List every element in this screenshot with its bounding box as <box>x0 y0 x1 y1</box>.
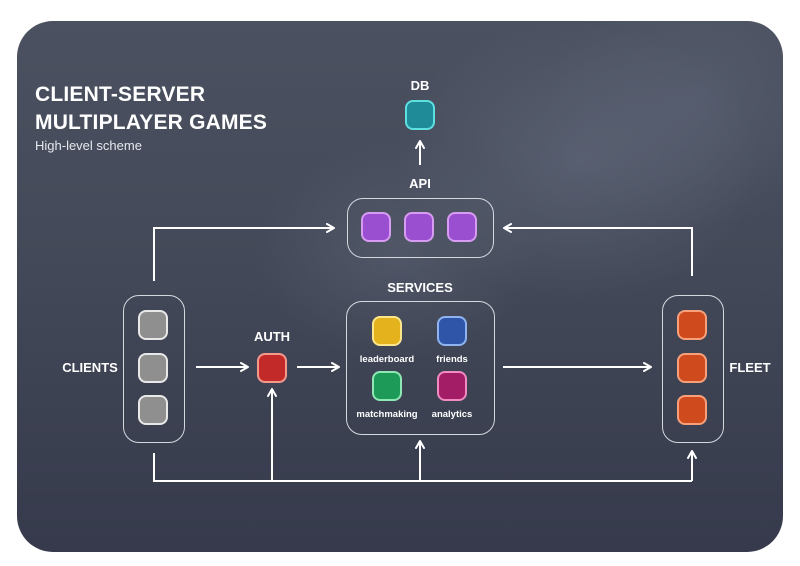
fleet-node <box>677 353 707 383</box>
client-node <box>138 395 168 425</box>
service-node-friends <box>437 316 467 346</box>
diagram-canvas: CLIENT-SERVER MULTIPLAYER GAMES High-lev… <box>17 21 783 552</box>
fleet-group <box>662 295 724 443</box>
service-label-friends: friends <box>436 354 468 365</box>
auth-label: AUTH <box>253 329 291 344</box>
api-group <box>347 198 494 258</box>
api-node <box>361 212 391 242</box>
arrow-fleet-to-api <box>503 223 693 276</box>
title-line-1: CLIENT-SERVER <box>35 83 206 106</box>
connectors <box>153 140 697 482</box>
services-group: leaderboard friends matchmaking analytic… <box>346 301 495 435</box>
service-label-matchmaking: matchmaking <box>356 409 418 420</box>
service-node-leaderboard <box>372 316 402 346</box>
db-node <box>405 100 435 130</box>
client-node <box>138 310 168 340</box>
fleet-node <box>677 395 707 425</box>
fleet-label: FLEET <box>729 360 771 375</box>
db-label: DB <box>410 78 430 93</box>
bottom-bus-line <box>153 453 692 482</box>
services-label: SERVICES <box>387 280 453 295</box>
clients-label: CLIENTS <box>62 360 118 375</box>
fleet-node <box>677 310 707 340</box>
api-label: API <box>409 176 431 191</box>
clients-group <box>123 295 185 443</box>
title-line-2: MULTIPLAYER GAMES <box>35 111 268 134</box>
service-node-analytics <box>437 371 467 401</box>
service-label-analytics: analytics <box>431 409 473 420</box>
service-label-leaderboard: leaderboard <box>359 354 415 365</box>
arrow-clients-to-api <box>153 223 335 281</box>
auth-node <box>257 353 287 383</box>
api-node <box>447 212 477 242</box>
diagram-title: CLIENT-SERVER MULTIPLAYER GAMES <box>35 81 267 137</box>
client-node <box>138 353 168 383</box>
diagram-subtitle: High-level scheme <box>35 138 142 153</box>
service-node-matchmaking <box>372 371 402 401</box>
api-node <box>404 212 434 242</box>
